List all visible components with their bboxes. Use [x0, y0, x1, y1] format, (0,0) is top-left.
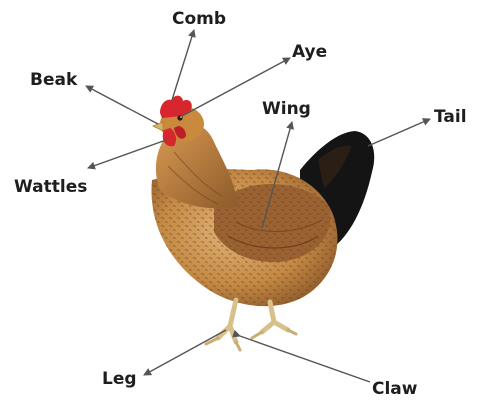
- label-comb: Comb: [172, 9, 226, 29]
- leg-pointer: [144, 330, 226, 375]
- label-claw: Claw: [372, 379, 418, 399]
- label-wattles: Wattles: [14, 177, 87, 197]
- claw-pointer: [240, 336, 370, 382]
- comb-pointer: [172, 30, 194, 100]
- tail-pointer: [368, 119, 430, 146]
- label-wing: Wing: [262, 99, 311, 119]
- chicken-eye: [177, 115, 182, 120]
- label-tail: Tail: [434, 107, 467, 127]
- label-aye: Aye: [292, 42, 327, 62]
- beak-pointer: [86, 86, 158, 124]
- label-leg: Leg: [102, 369, 137, 389]
- label-beak: Beak: [30, 70, 78, 90]
- wattles-pointer: [88, 140, 166, 168]
